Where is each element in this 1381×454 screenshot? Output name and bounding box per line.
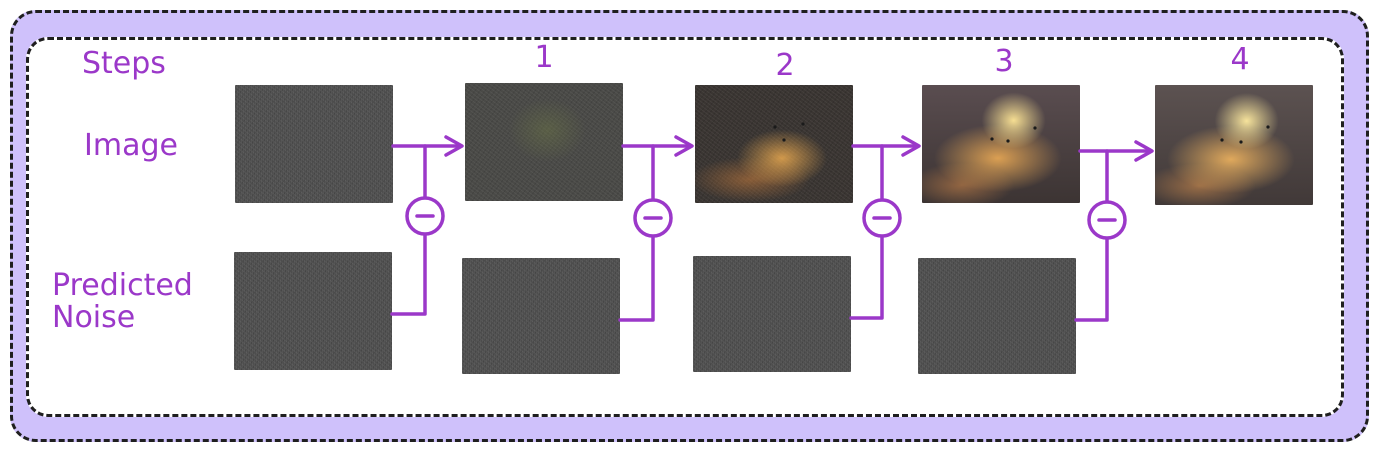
noise-panel-1 [234,252,392,370]
step-number-2: 2 [775,48,795,83]
image-step-4 [1155,85,1313,205]
image-row-label: Image [84,128,178,163]
noise-panel-4 [918,258,1076,374]
image-step-0 [235,85,393,203]
predicted-noise-label: Predicted Noise [52,268,193,335]
noise-panel-2 [462,258,620,374]
inner-frame [26,37,1344,417]
step-number-4: 4 [1230,42,1250,77]
image-step-3 [922,85,1080,203]
image-step-2 [695,85,853,203]
image-step-1 [465,83,623,201]
step-number-1: 1 [534,40,554,75]
step-number-3: 3 [994,44,1014,79]
steps-label: Steps [82,46,166,81]
noise-panel-3 [693,256,851,372]
